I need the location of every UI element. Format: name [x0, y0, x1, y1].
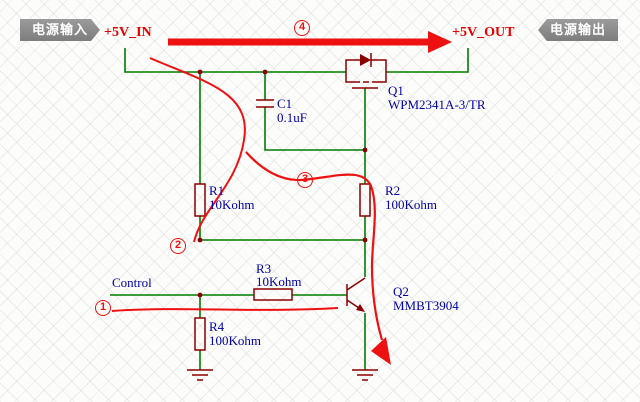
power-input-badge: 电源输入 — [20, 19, 100, 41]
c1-value: 0.1uF — [277, 110, 307, 125]
ground-symbol-left — [187, 369, 213, 381]
step-4-marker: 4 — [294, 20, 310, 36]
wire-vin-rail — [124, 48, 346, 73]
step-1-marker: 1 — [95, 300, 111, 316]
flow-arrow-bottom-head — [371, 337, 391, 365]
flow-line-control — [111, 307, 339, 312]
step-2-marker: 2 — [170, 238, 186, 254]
q1-ref: Q1 — [388, 83, 404, 98]
flow-arrow-top-head — [428, 31, 452, 53]
resistor-r3 — [253, 288, 293, 301]
r4-value: 100Kohm — [209, 333, 261, 348]
wire-vout-rail — [386, 48, 469, 73]
transistor-q2 — [346, 277, 366, 312]
net-label-5v-out: +5V_OUT — [452, 25, 515, 40]
step-3-marker: 3 — [297, 172, 313, 188]
power-output-badge: 电源输出 — [537, 19, 618, 41]
mosfet-q1 — [345, 53, 387, 89]
q2-ref: Q2 — [393, 284, 409, 299]
ground-symbol-right — [352, 369, 378, 381]
junction-dots — [197, 69, 368, 298]
wire-r1-bottom-cross — [199, 216, 365, 241]
components-layer — [187, 53, 387, 381]
r1-ref: R1 — [209, 183, 225, 198]
r1-value: 10Kohm — [209, 197, 255, 212]
r2-ref: R2 — [385, 183, 401, 198]
r4-ref: R4 — [209, 319, 225, 334]
q2-value: MMBT3904 — [393, 298, 459, 313]
q1-value: WPM2341A-3/TR — [388, 97, 486, 112]
resistor-r4 — [194, 317, 206, 351]
resistor-r2 — [359, 183, 371, 217]
resistor-r1 — [194, 183, 206, 217]
net-label-control: Control — [112, 275, 152, 290]
r2-value: 100Kohm — [385, 197, 437, 212]
flow-annotations — [111, 31, 452, 365]
capacitor-c1 — [256, 99, 274, 108]
flow-curve-gate — [245, 151, 384, 341]
wire-c1-to-gate — [264, 107, 365, 151]
c1-ref: C1 — [277, 96, 293, 111]
r3-ref: R3 — [256, 261, 272, 276]
r3-value: 10Kohm — [256, 274, 302, 289]
net-label-5v-in: +5V_IN — [104, 25, 152, 40]
flow-curve-input — [149, 57, 246, 243]
